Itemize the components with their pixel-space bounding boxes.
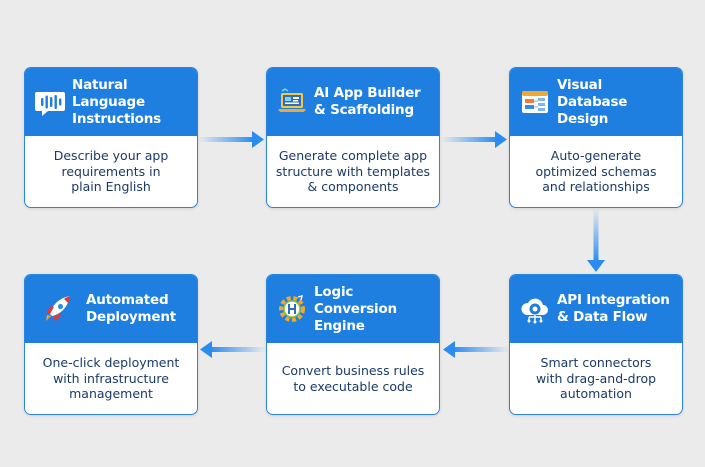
cloud-gear-icon	[519, 293, 551, 325]
laptop-builder-icon	[276, 86, 308, 118]
arrow-right-icon	[198, 131, 264, 148]
step-title: API Integration & Data Flow	[557, 292, 670, 325]
step-description: One-click deployment with infrastructure…	[42, 355, 180, 402]
step-title: AI App Builder & Scaffolding	[314, 85, 421, 118]
rocket-icon	[42, 293, 74, 325]
step-card-automated-deployment: Automated Deployment One-click deploymen…	[24, 274, 198, 415]
step-card-api-integration: API Integration & Data Flow Smart connec…	[509, 274, 683, 415]
logic-gear-icon	[276, 293, 308, 325]
step-title: Automated Deployment	[86, 292, 177, 325]
step-card-logic-conversion: Logic Conversion Engine Convert business…	[266, 274, 440, 415]
step-card-header: AI App Builder & Scaffolding	[267, 68, 439, 136]
step-description: Generate complete app structure with tem…	[275, 148, 431, 195]
step-description: Auto-generate optimized schemas and rela…	[535, 148, 657, 195]
voice-waveform-icon	[34, 86, 66, 118]
step-card-header: Automated Deployment	[25, 275, 197, 343]
step-title: Natural Language Instructions	[72, 76, 161, 127]
step-card-visual-database: Visual Database Design Auto-generate opt…	[509, 67, 683, 208]
step-card-natural-language: Natural Language Instructions Describe y…	[24, 67, 198, 208]
step-card-header: Natural Language Instructions	[25, 68, 197, 136]
step-card-ai-app-builder: AI App Builder & Scaffolding Generate co…	[266, 67, 440, 208]
step-card-header: Logic Conversion Engine	[267, 275, 439, 343]
arrow-left-icon	[200, 341, 266, 358]
step-card-header: API Integration & Data Flow	[510, 275, 682, 343]
arrow-right-icon	[441, 131, 507, 148]
step-title: Logic Conversion Engine	[314, 283, 397, 334]
step-description: Convert business rules to executable cod…	[281, 363, 425, 394]
arrow-down-icon	[587, 208, 605, 272]
step-title: Visual Database Design	[557, 76, 628, 127]
step-description: Describe your app requirements in plain …	[53, 148, 169, 195]
database-schema-icon	[519, 86, 551, 118]
step-card-header: Visual Database Design	[510, 68, 682, 136]
step-description: Smart connectors with drag-and-drop auto…	[535, 355, 657, 402]
arrow-left-icon	[443, 341, 509, 358]
